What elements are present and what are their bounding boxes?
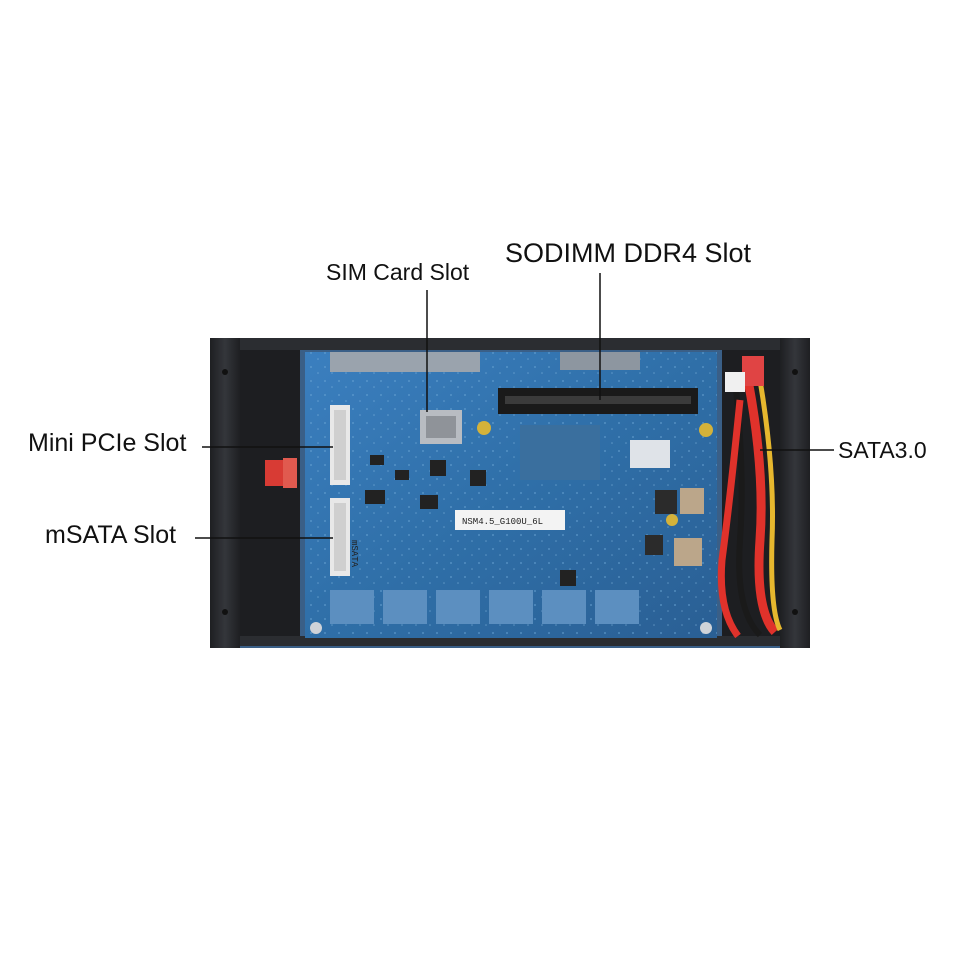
motherboard: mSATA NSM4.5_G100U_6L bbox=[305, 352, 717, 638]
callout-sata3: SATA3.0 bbox=[838, 437, 927, 463]
callout-msata-slot: mSATA Slot bbox=[45, 521, 177, 549]
callout-sim-card-slot: SIM Card Slot bbox=[326, 259, 470, 285]
sata-cable bbox=[717, 356, 783, 639]
leader-lines bbox=[195, 273, 834, 539]
msata-marking: mSATA bbox=[349, 540, 359, 568]
model-sticker: NSM4.5_G100U_6L bbox=[462, 517, 543, 527]
callout-sodimm-ddr4-slot: SODIMM DDR4 Slot bbox=[505, 238, 752, 268]
callout-mini-pcie-slot: Mini PCIe Slot bbox=[28, 429, 187, 457]
